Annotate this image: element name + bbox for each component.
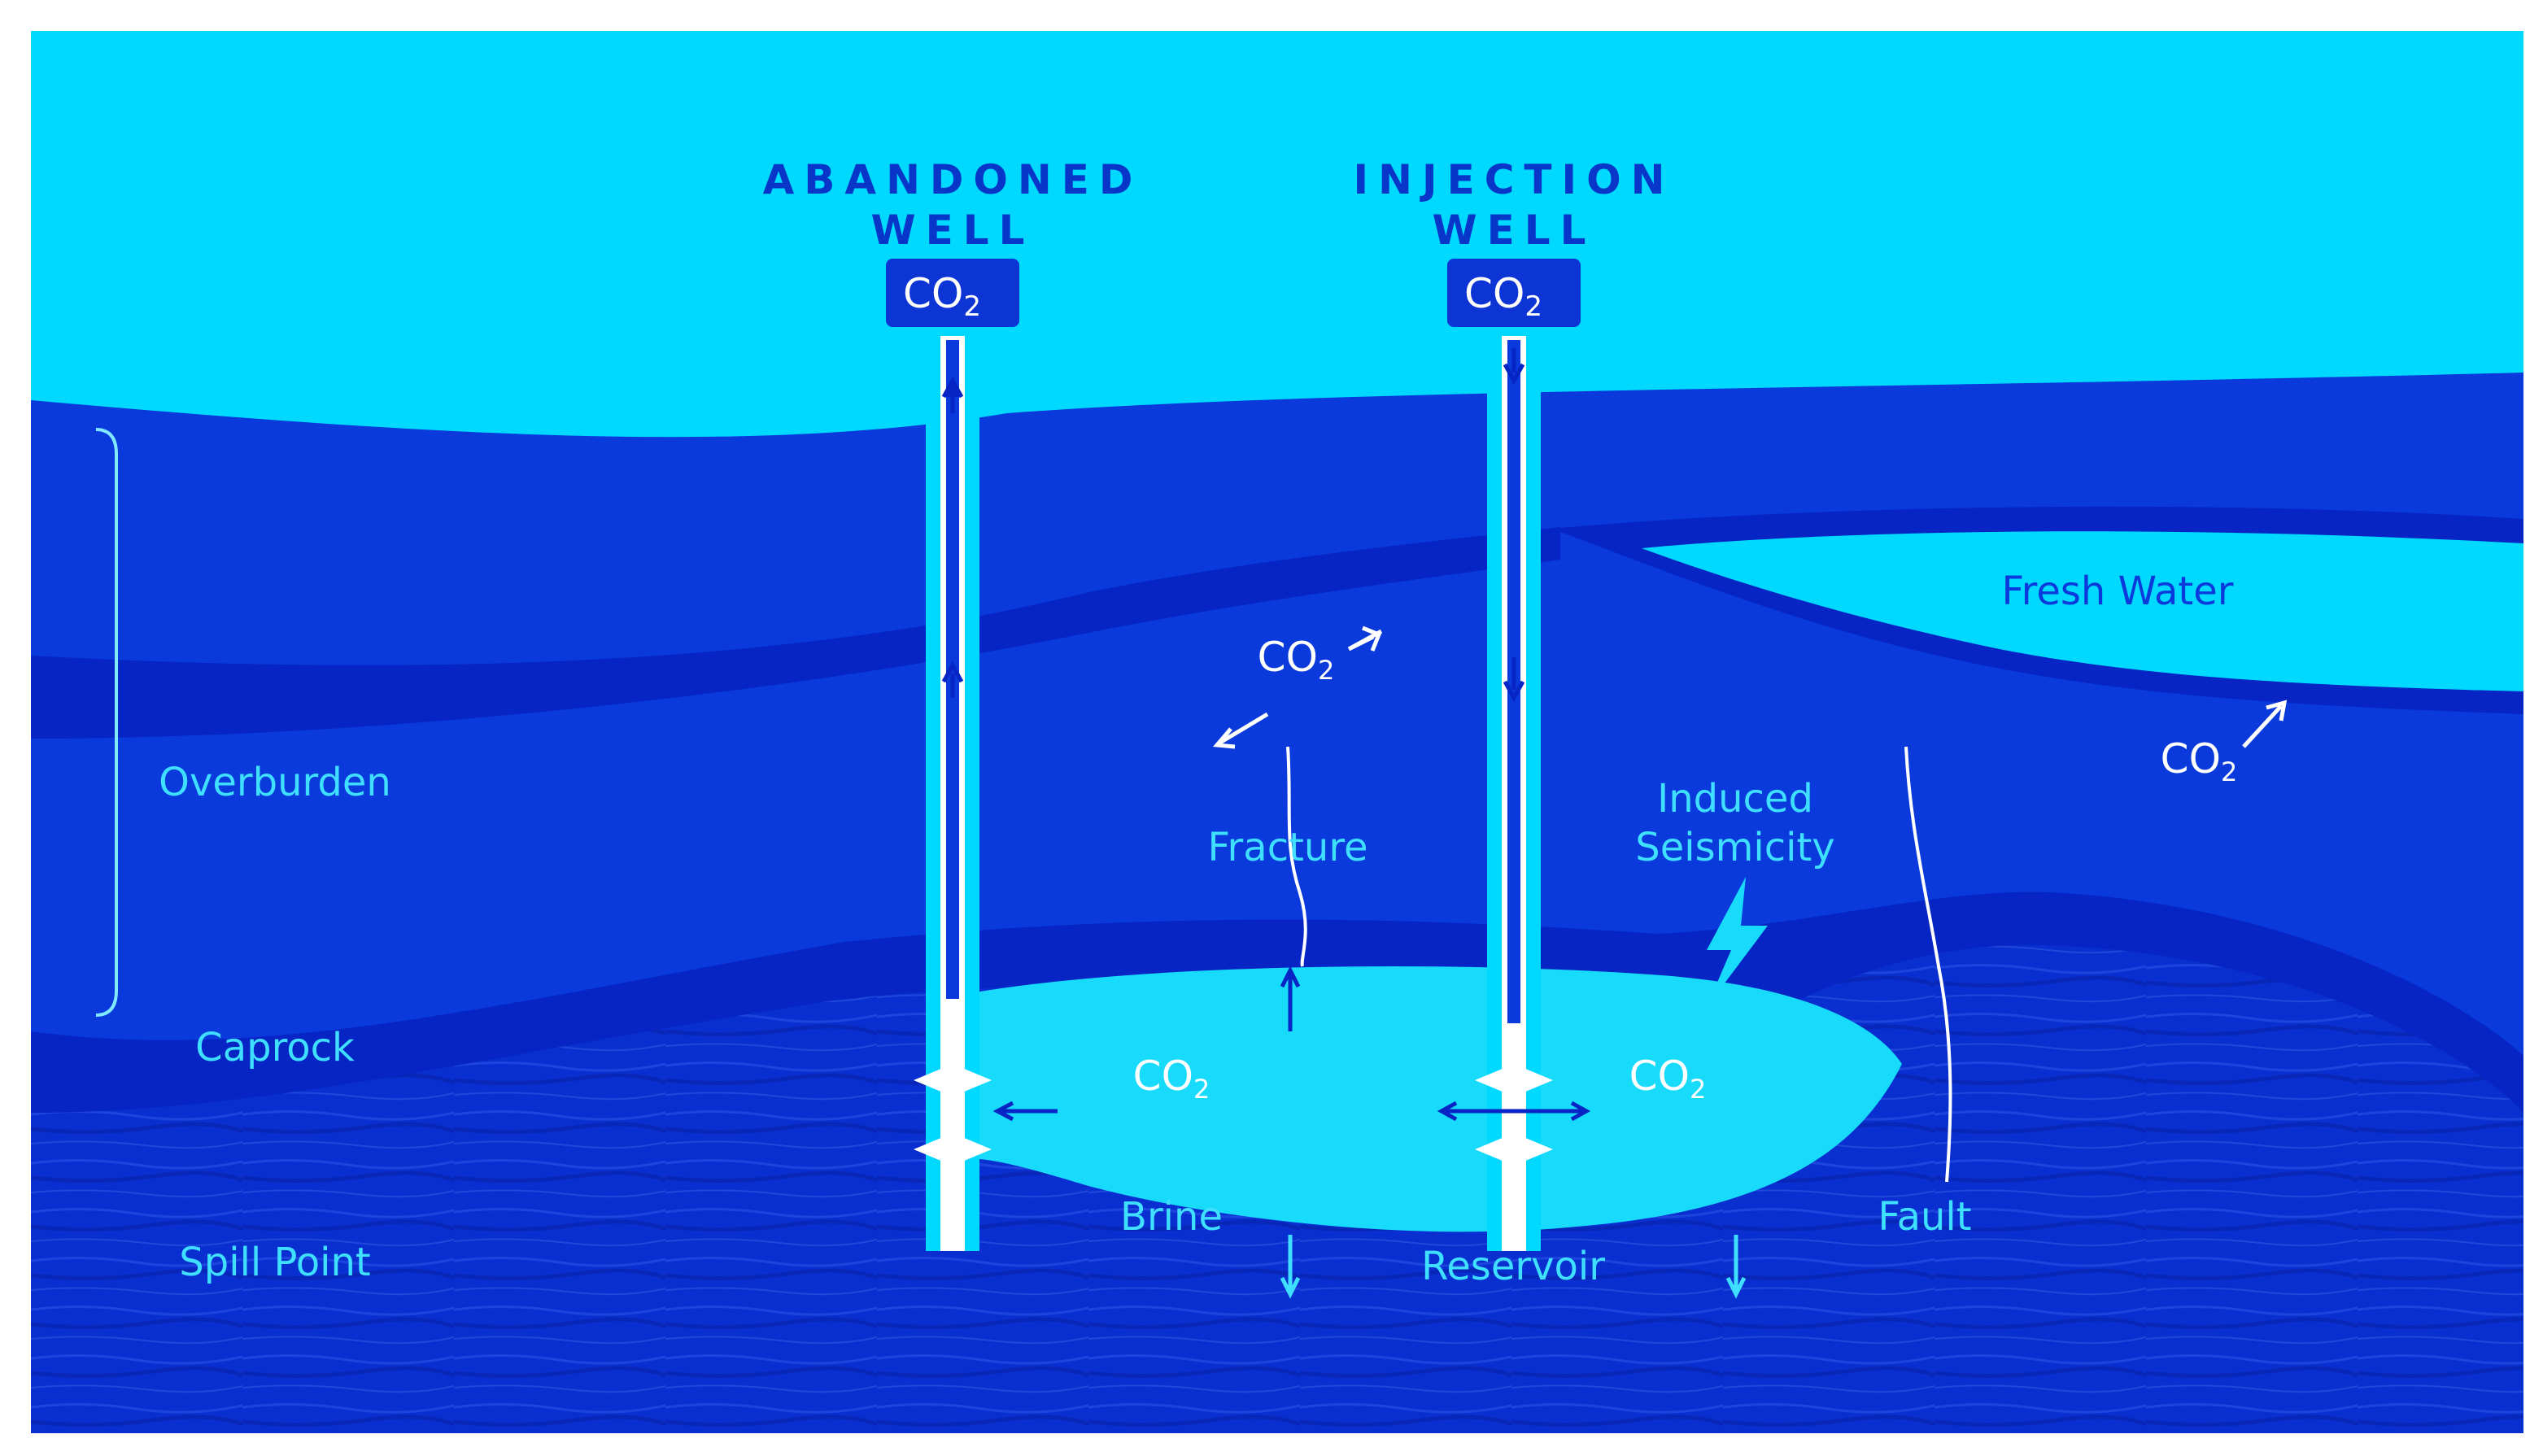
fracture-line bbox=[1286, 746, 1307, 967]
co2-label-fracture: CO2 bbox=[1258, 634, 1335, 686]
diagonal-arrow-icon bbox=[1212, 712, 1269, 749]
perforation-icon bbox=[1475, 1064, 1553, 1096]
caprock-label: Caprock bbox=[195, 1025, 355, 1070]
caprock-band bbox=[31, 891, 2523, 1113]
abandoned-well-title-line2: WELL bbox=[870, 207, 1034, 254]
fracture-label: Fracture bbox=[1207, 825, 1367, 870]
cap-co-text: CO bbox=[1464, 270, 1524, 317]
perforation-icon bbox=[1475, 1133, 1553, 1166]
fresh-water-lens bbox=[1642, 531, 2523, 691]
injection-well-title-line1: INJECTION bbox=[1354, 156, 1675, 203]
brine-label: Brine bbox=[1120, 1194, 1223, 1240]
diagonal-arrow-icon bbox=[1347, 626, 1383, 652]
up-arrow-icon bbox=[941, 660, 964, 698]
diagram-frame: CO2 CO2 ABANDONED WELL INJECTION WELL Ov… bbox=[31, 31, 2523, 1433]
injection-well bbox=[1475, 336, 1553, 1251]
up-arrow-icon bbox=[941, 376, 964, 413]
abandoned-well bbox=[914, 336, 992, 1251]
fault-line bbox=[1904, 746, 1952, 1183]
double-arrow-icon bbox=[1437, 1101, 1591, 1122]
svg-text:CO2: CO2 bbox=[903, 270, 981, 323]
up-arrow-icon bbox=[1280, 966, 1301, 1031]
cap-subscript: 2 bbox=[963, 290, 981, 323]
co2-label-fresh-water: CO2 bbox=[2161, 735, 2238, 787]
co2-label-plume-left: CO2 bbox=[1133, 1053, 1210, 1105]
fresh-water-label: Fresh Water bbox=[2002, 569, 2234, 614]
left-arrow-icon bbox=[992, 1101, 1058, 1122]
fault-label: Fault bbox=[1878, 1194, 1971, 1240]
injection-well-cap: CO2 bbox=[1447, 259, 1581, 327]
induced-seismicity-label-line2: Seismicity bbox=[1635, 825, 1834, 870]
down-arrow-icon bbox=[1280, 1235, 1301, 1299]
co2-plume bbox=[942, 966, 1902, 1232]
reservoir-label: Reservoir bbox=[1421, 1244, 1605, 1289]
abandoned-well-title-line1: ABANDONED bbox=[763, 156, 1143, 203]
co2-storage-diagram: CO2 CO2 ABANDONED WELL INJECTION WELL Ov… bbox=[31, 31, 2523, 1433]
abandoned-well-cap: CO2 bbox=[886, 259, 1019, 327]
down-arrow-icon bbox=[1503, 348, 1525, 386]
diagonal-arrow-icon bbox=[2242, 700, 2288, 748]
induced-seismicity-label-line1: Induced bbox=[1657, 776, 1813, 822]
overburden-bracket bbox=[95, 428, 118, 1017]
perforation-icon bbox=[914, 1133, 992, 1166]
injection-well-title-line2: WELL bbox=[1432, 207, 1595, 254]
overburden-label: Overburden bbox=[159, 760, 391, 805]
svg-text:CO2: CO2 bbox=[1464, 270, 1542, 323]
cap-co-text: CO bbox=[903, 270, 963, 317]
lightning-icon bbox=[1707, 877, 1768, 1007]
co2-label-plume-right: CO2 bbox=[1629, 1053, 1707, 1105]
cap-subscript: 2 bbox=[1524, 290, 1542, 323]
down-arrow-icon bbox=[1503, 657, 1525, 703]
spill-point-label: Spill Point bbox=[179, 1240, 370, 1285]
perforation-icon bbox=[914, 1064, 992, 1096]
down-arrow-icon bbox=[1725, 1235, 1747, 1299]
upper-caprock-band bbox=[31, 527, 1560, 739]
